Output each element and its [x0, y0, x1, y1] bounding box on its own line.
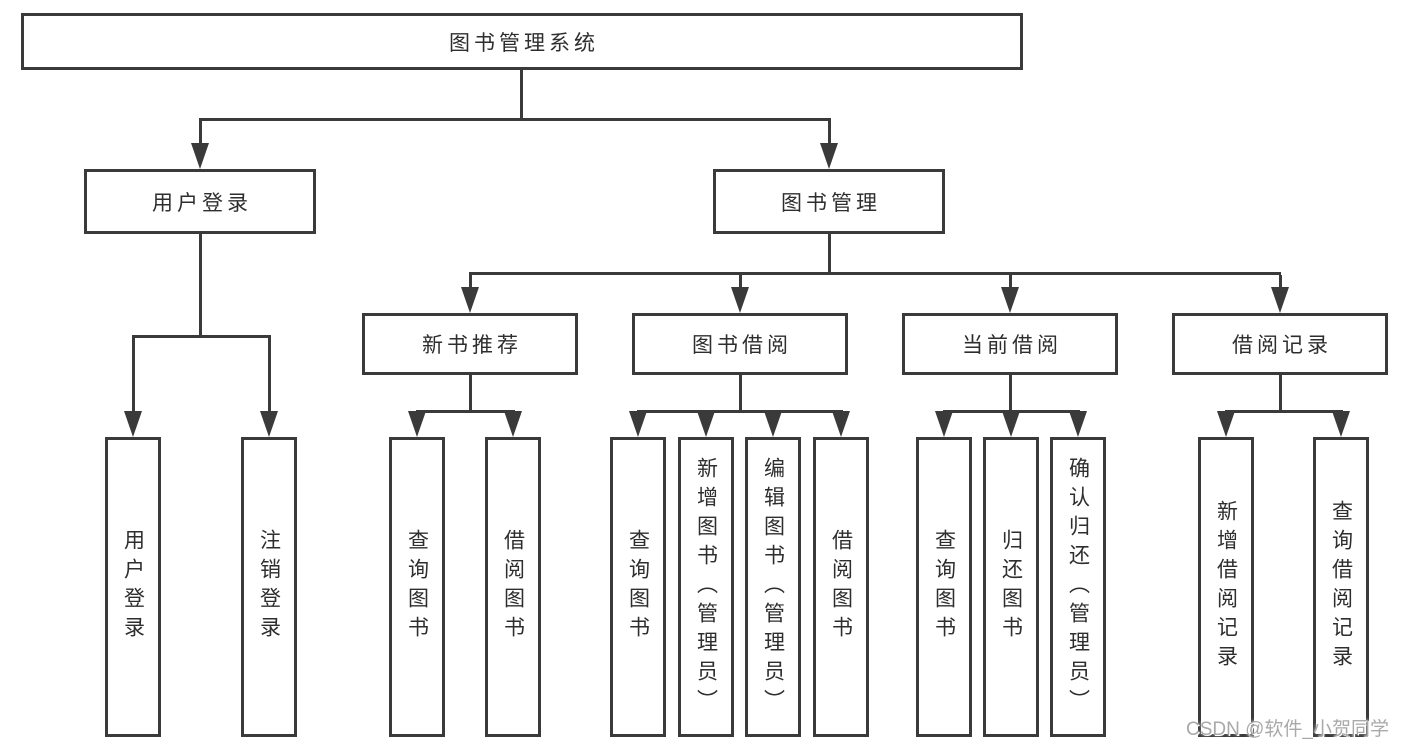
leaf-logout: 注销登录: [241, 437, 297, 737]
arrowhead-down-icon: [764, 411, 782, 437]
leaf-newbooks-query-books: 查询图书: [389, 437, 445, 737]
node-label: 当前借阅: [962, 334, 1062, 357]
connector-line: [828, 234, 831, 272]
node-label: 新增借阅记录: [1214, 500, 1238, 674]
node-label: 查询图书: [932, 529, 956, 645]
leaf-current-query-books: 查询图书: [916, 437, 972, 737]
connector-line: [739, 375, 742, 410]
arrowhead-down-icon: [408, 411, 426, 437]
arrowhead-down-icon: [697, 411, 715, 437]
node-label: 用户登录: [152, 191, 252, 215]
arrowhead-down-icon: [124, 411, 142, 437]
connector-line: [1225, 410, 1343, 413]
node-current-borrowing: 当前借阅: [902, 313, 1118, 375]
connector-line: [416, 410, 515, 413]
leaf-current-confirm-return-admin: 确认归还（管理员）: [1050, 437, 1106, 737]
connector-line: [637, 410, 843, 413]
arrowhead-down-icon: [629, 411, 647, 437]
connector-line: [469, 275, 472, 289]
connector-line: [199, 118, 831, 121]
node-label: 借阅图书: [501, 529, 525, 645]
arrowhead-down-icon: [461, 287, 479, 313]
connector-line: [469, 272, 1281, 275]
node-borrowing-records: 借阅记录: [1172, 313, 1388, 375]
arrowhead-down-icon: [260, 411, 278, 437]
node-label: 图书借阅: [692, 334, 792, 357]
node-library-management-system: 图书管理系统: [21, 13, 1023, 70]
watermark-text: CSDN @软件_小贺同学: [1186, 719, 1389, 740]
node-label: 新增图书（管理员）: [694, 456, 718, 718]
arrowhead-down-icon: [1217, 411, 1235, 437]
arrowhead-down-icon: [191, 143, 209, 169]
node-label: 查询图书: [405, 529, 429, 645]
arrowhead-down-icon: [504, 411, 522, 437]
node-label: 确认归还（管理员）: [1066, 456, 1090, 718]
arrowhead-down-icon: [1002, 411, 1020, 437]
connector-line: [132, 338, 135, 413]
node-label: 用户登录: [121, 529, 145, 645]
leaf-borrowing-add-books-admin: 新增图书（管理员）: [678, 437, 734, 737]
connector-line: [1279, 275, 1282, 289]
arrowhead-down-icon: [731, 287, 749, 313]
leaf-records-add-record: 新增借阅记录: [1198, 437, 1254, 737]
connector-line: [268, 338, 271, 413]
leaf-user-login: 用户登录: [105, 437, 161, 737]
connector-line: [132, 335, 271, 338]
node-label: 归还图书: [999, 529, 1023, 645]
node-label: 新书推荐: [422, 334, 522, 357]
leaf-records-query-record: 查询借阅记录: [1313, 437, 1369, 737]
connector-line: [1009, 275, 1012, 289]
node-label: 注销登录: [257, 529, 281, 645]
connector-line: [739, 275, 742, 289]
node-label: 编辑图书（管理员）: [761, 456, 785, 718]
node-book-borrowing: 图书借阅: [632, 313, 848, 375]
arrowhead-down-icon: [1069, 411, 1087, 437]
connector-line: [1279, 375, 1282, 410]
arrowhead-down-icon: [1271, 287, 1289, 313]
arrowhead-down-icon: [1001, 287, 1019, 313]
node-label: 图书管理系统: [449, 31, 599, 55]
leaf-borrowing-edit-books-admin: 编辑图书（管理员）: [745, 437, 801, 737]
connector-line: [469, 375, 472, 410]
leaf-current-return-books: 归还图书: [983, 437, 1039, 737]
connector-line: [1009, 375, 1012, 410]
leaf-borrowing-query-books: 查询图书: [610, 437, 666, 737]
node-label: 查询借阅记录: [1329, 500, 1353, 674]
connector-line: [828, 121, 831, 145]
node-label: 图书管理: [781, 191, 881, 215]
arrowhead-down-icon: [820, 143, 838, 169]
node-new-book-recommendation: 新书推荐: [362, 313, 578, 375]
node-user-login: 用户登录: [84, 169, 316, 234]
connector-line: [199, 234, 202, 335]
node-label: 借阅记录: [1232, 334, 1332, 357]
node-label: 查询图书: [626, 529, 650, 645]
node-book-management: 图书管理: [713, 169, 945, 234]
node-label: 借阅图书: [829, 529, 853, 645]
connector-line: [520, 70, 523, 118]
leaf-newbooks-borrow-books: 借阅图书: [485, 437, 541, 737]
arrowhead-down-icon: [832, 411, 850, 437]
connector-line: [199, 121, 202, 145]
arrowhead-down-icon: [1332, 411, 1350, 437]
arrowhead-down-icon: [935, 411, 953, 437]
leaf-borrowing-borrow-books: 借阅图书: [813, 437, 869, 737]
